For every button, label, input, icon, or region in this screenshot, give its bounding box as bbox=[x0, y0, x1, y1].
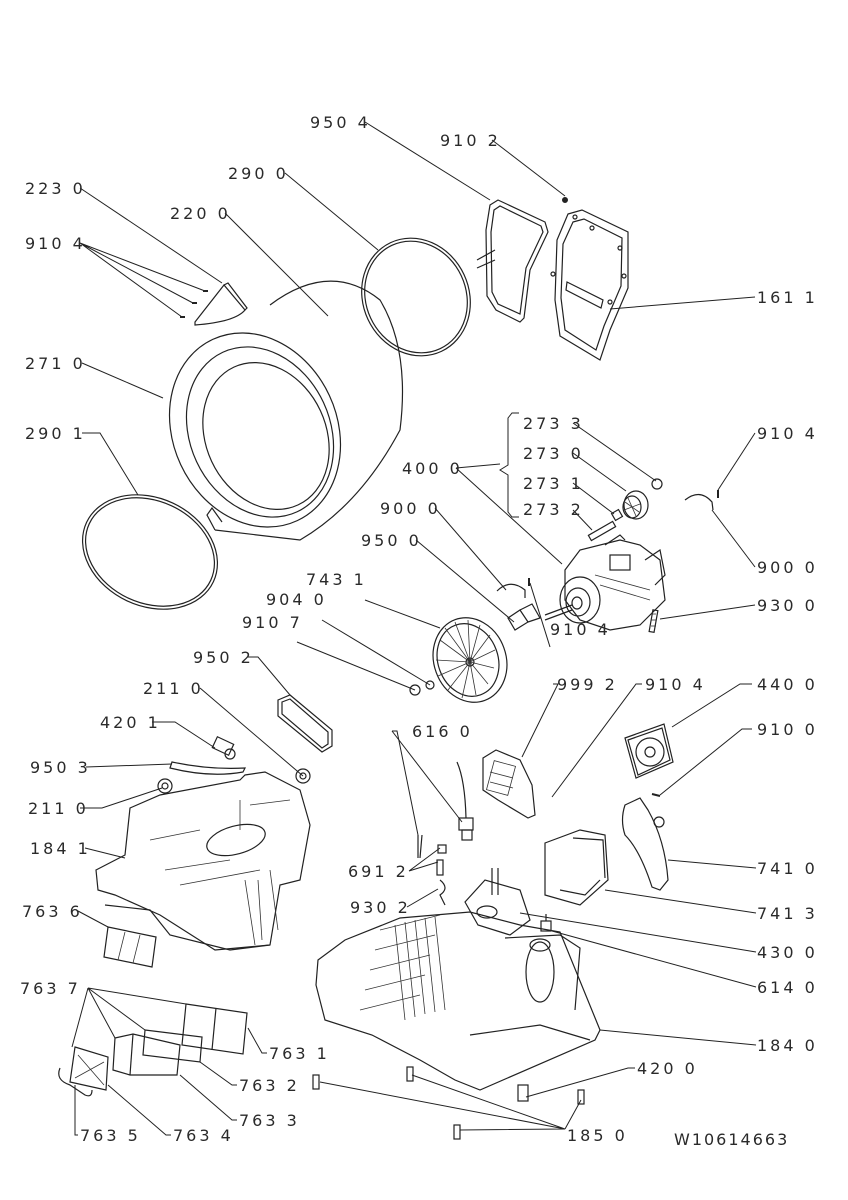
part-base-184-0 bbox=[315, 911, 601, 1091]
callout-440-0: 440 0 bbox=[757, 675, 818, 694]
callout-910-4-motor: 910 4 bbox=[550, 620, 611, 639]
callout-763-7: 763 7 bbox=[20, 979, 81, 998]
callout-273-1: 273 1 bbox=[523, 474, 584, 493]
part-roller-211-0-right bbox=[295, 768, 311, 784]
callout-900-0-right: 900 0 bbox=[757, 558, 818, 577]
callout-420-0: 420 0 bbox=[637, 1059, 698, 1078]
callout-910-0: 910 0 bbox=[757, 720, 818, 739]
callout-691-2: 691 2 bbox=[348, 862, 409, 881]
callout-290-0: 290 0 bbox=[228, 164, 289, 183]
part-filter-763-2 bbox=[142, 1029, 203, 1063]
part-handle-763-5 bbox=[58, 1067, 93, 1097]
document-number: W10614663 bbox=[674, 1130, 789, 1149]
part-baffle-223-0 bbox=[180, 282, 248, 326]
callout-220-0: 220 0 bbox=[170, 204, 231, 223]
callout-950-3: 950 3 bbox=[30, 758, 91, 777]
callout-161-1: 161 1 bbox=[757, 288, 818, 307]
callout-430-0: 430 0 bbox=[757, 943, 818, 962]
callout-763-5: 763 5 bbox=[80, 1126, 141, 1145]
callout-741-0: 741 0 bbox=[757, 859, 818, 878]
part-seal-950-3 bbox=[169, 761, 246, 775]
callout-999-2: 999 2 bbox=[557, 675, 618, 694]
callout-910-7: 910 7 bbox=[242, 613, 303, 632]
part-front-base-184-1 bbox=[95, 771, 311, 951]
callout-910-4-heater: 910 4 bbox=[645, 675, 706, 694]
callout-763-6: 763 6 bbox=[22, 902, 83, 921]
callout-400-0: 400 0 bbox=[402, 459, 463, 478]
part-filter-763-6 bbox=[103, 926, 157, 968]
part-filter-763-4 bbox=[69, 1046, 109, 1091]
callout-950-0: 950 0 bbox=[361, 531, 422, 550]
callout-184-0: 184 0 bbox=[757, 1036, 818, 1055]
callout-420-1: 420 1 bbox=[100, 713, 161, 732]
callout-950-2: 950 2 bbox=[193, 648, 254, 667]
part-fan-440-0 bbox=[624, 723, 674, 779]
part-filter-763-3 bbox=[112, 1033, 181, 1076]
callout-184-1: 184 1 bbox=[30, 839, 91, 858]
part-filter-763-1 bbox=[181, 1003, 248, 1055]
part-roller-211-0-left bbox=[157, 778, 173, 794]
part-nut-904-0 bbox=[425, 680, 435, 690]
callout-211-0-top: 211 0 bbox=[143, 679, 204, 698]
part-screw-910-2 bbox=[562, 197, 568, 203]
callout-741-3: 741 3 bbox=[757, 904, 818, 923]
callout-743-1: 743 1 bbox=[306, 570, 367, 589]
callout-763-3: 763 3 bbox=[239, 1111, 300, 1130]
part-clip-900-0-left bbox=[496, 578, 530, 598]
callout-271-0: 271 0 bbox=[25, 354, 86, 373]
callout-900-0-left: 900 0 bbox=[380, 499, 441, 518]
part-drum-220-0 bbox=[168, 280, 404, 541]
part-cap-420-1 bbox=[211, 735, 236, 760]
callout-930-2: 930 2 bbox=[350, 898, 411, 917]
part-pad-950-0 bbox=[507, 603, 541, 631]
callout-763-4: 763 4 bbox=[173, 1126, 234, 1145]
part-cap-420-0 bbox=[517, 1084, 529, 1102]
callout-273-0: 273 0 bbox=[523, 444, 584, 463]
callout-223-0: 223 0 bbox=[25, 179, 86, 198]
part-spring-930-2 bbox=[439, 879, 446, 906]
part-gasket-950-2 bbox=[277, 694, 333, 753]
part-motor-400-0 bbox=[544, 534, 666, 631]
part-clip-900-0-right bbox=[684, 490, 719, 511]
leader-lines bbox=[71, 121, 757, 1136]
callout-763-1: 763 1 bbox=[269, 1044, 330, 1063]
part-duct-741-0 bbox=[621, 797, 669, 891]
callout-211-0-bottom: 211 0 bbox=[28, 799, 89, 818]
callout-273-3: 273 3 bbox=[523, 414, 584, 433]
part-spring-930-0 bbox=[648, 609, 659, 634]
callout-290-1: 290 1 bbox=[25, 424, 86, 443]
part-module-430-0 bbox=[464, 868, 531, 936]
part-sensor-616-0 bbox=[417, 761, 474, 859]
callout-616-0: 616 0 bbox=[412, 722, 473, 741]
part-housing-741-3 bbox=[544, 829, 609, 906]
callout-910-4-baffle: 910 4 bbox=[25, 234, 86, 253]
part-feet-185-0 bbox=[312, 1066, 585, 1140]
part-ring-290-1 bbox=[81, 494, 219, 610]
callout-910-2: 910 2 bbox=[440, 131, 501, 150]
callout-labels: 950 4 910 2 223 0 290 0 220 0 910 4 161 … bbox=[20, 113, 818, 1149]
callout-185-0: 185 0 bbox=[567, 1126, 628, 1145]
part-gasket-950-4 bbox=[476, 199, 549, 323]
callout-763-2: 763 2 bbox=[239, 1076, 300, 1095]
callout-910-4-motor-top: 910 4 bbox=[757, 424, 818, 443]
callout-950-4: 950 4 bbox=[310, 113, 371, 132]
part-screw-910-0 bbox=[651, 793, 661, 797]
part-nut-910-7 bbox=[409, 684, 421, 696]
part-cover-999-2 bbox=[482, 749, 536, 819]
callout-273-2: 273 2 bbox=[523, 500, 584, 519]
part-blower-wheel-743-1 bbox=[432, 617, 508, 703]
part-rear-bulkhead bbox=[550, 209, 629, 361]
part-ring-290-0 bbox=[361, 237, 471, 357]
callout-930-0: 930 0 bbox=[757, 596, 818, 615]
part-idler-pulley bbox=[587, 478, 663, 542]
callout-904-0: 904 0 bbox=[266, 590, 327, 609]
callout-614-0: 614 0 bbox=[757, 978, 818, 997]
